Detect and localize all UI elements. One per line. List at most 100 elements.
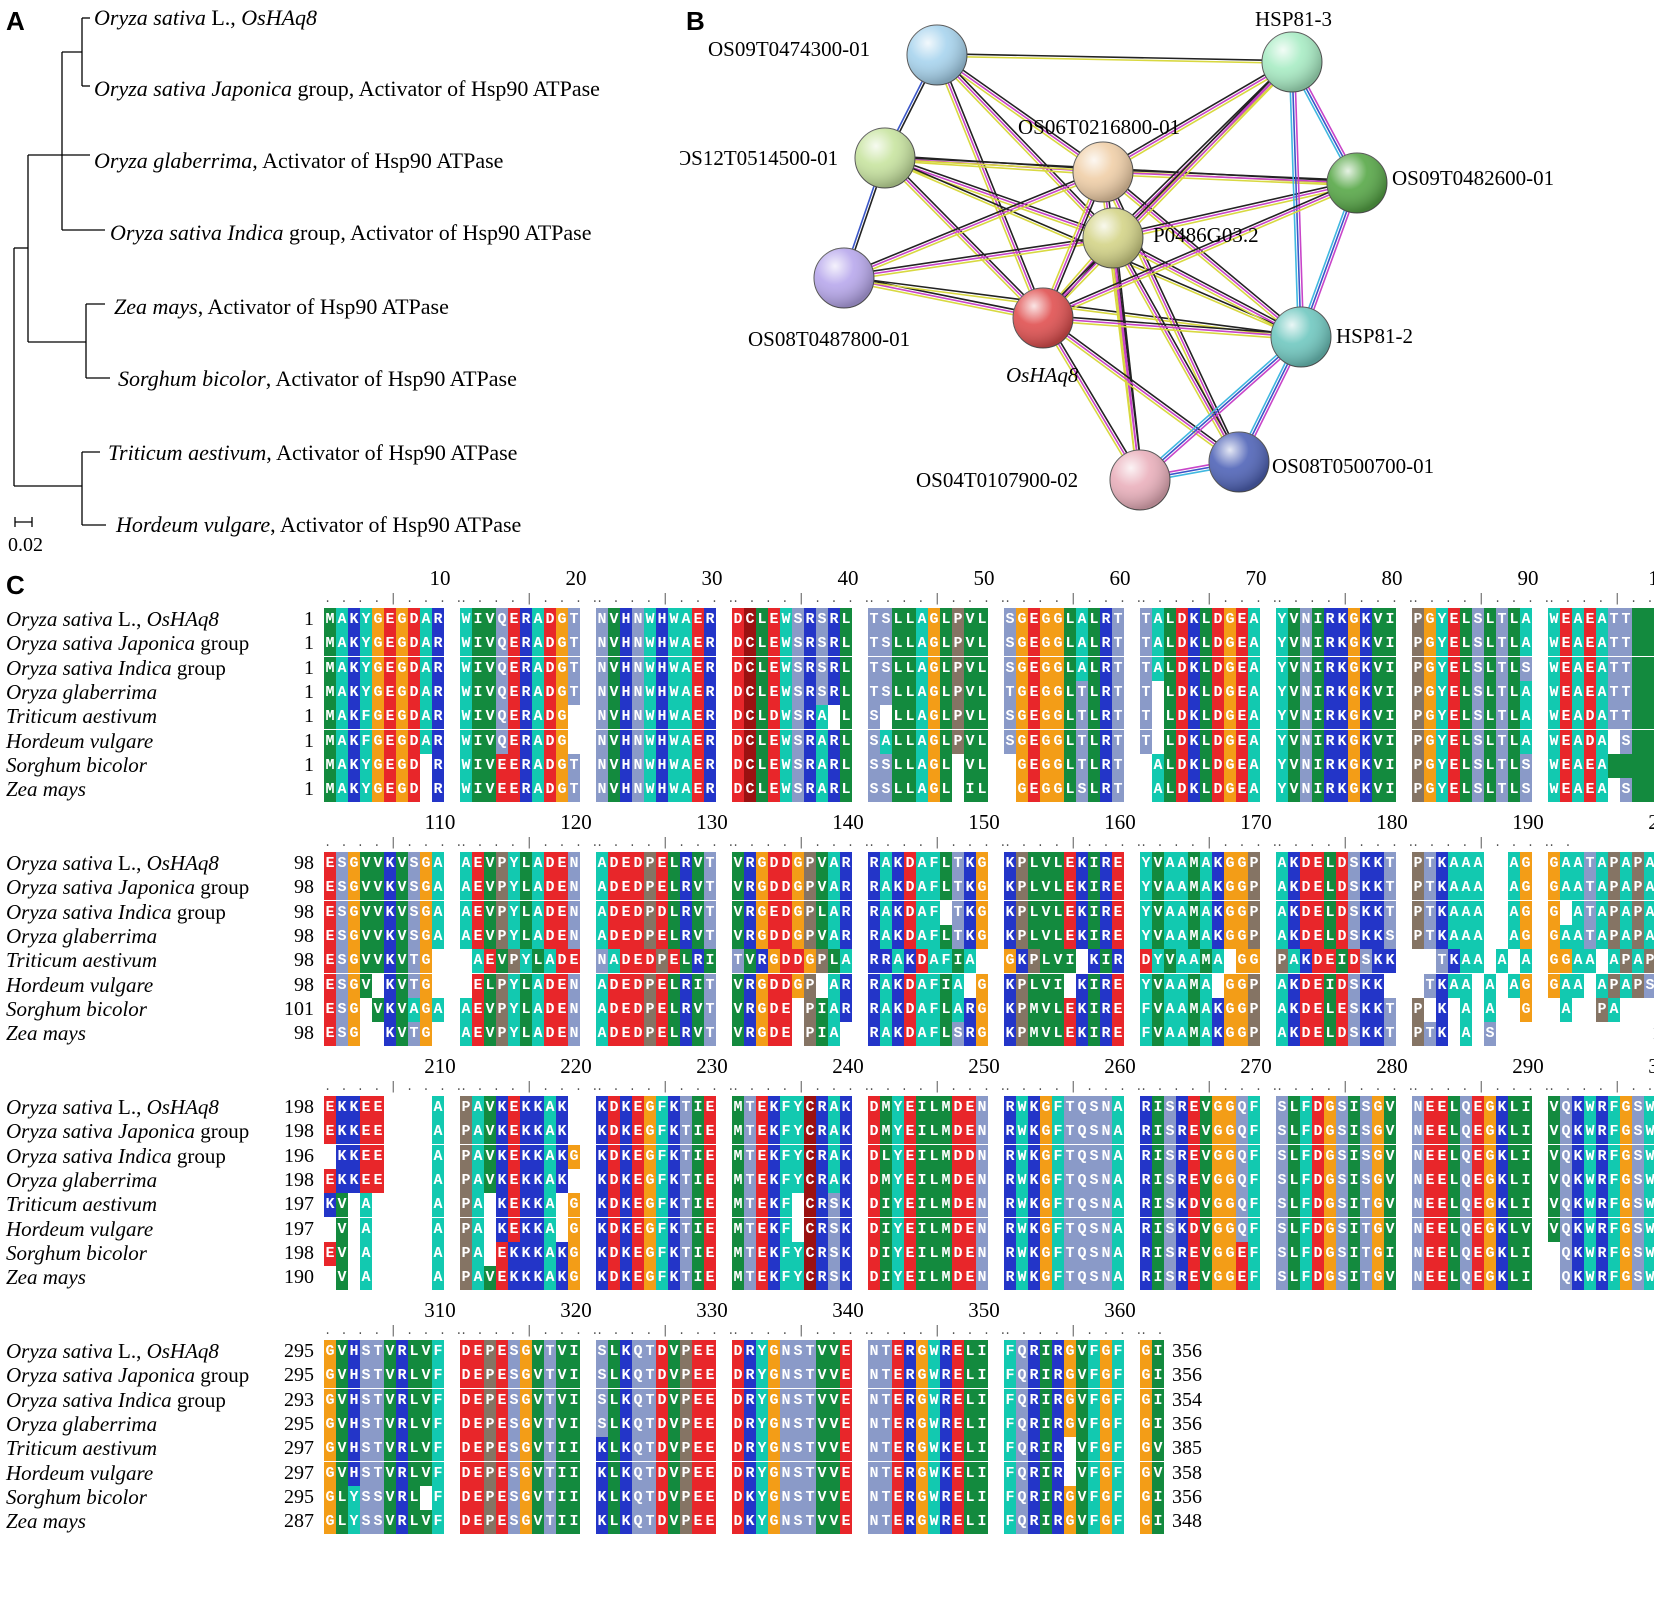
residue-cell: V bbox=[816, 1461, 828, 1486]
residue-cell: D bbox=[1300, 924, 1312, 949]
residue-cell: G bbox=[916, 1437, 928, 1462]
residue-cell bbox=[348, 1242, 360, 1266]
residue-cell: T bbox=[568, 656, 580, 681]
residue-cell: C bbox=[804, 1217, 816, 1242]
residue-cell: G bbox=[792, 852, 804, 876]
residue-cell: G bbox=[1224, 852, 1236, 876]
residue-cell: K bbox=[1288, 900, 1300, 925]
residue-cell: F bbox=[1112, 1437, 1124, 1462]
residue-cell: L bbox=[484, 973, 496, 998]
residue-cell: K bbox=[1436, 973, 1448, 998]
residue-cell: S bbox=[1472, 753, 1484, 778]
residue-cell: A bbox=[1596, 924, 1608, 949]
residue-cell: I bbox=[1152, 1144, 1164, 1169]
residue-cell: F bbox=[1300, 1241, 1312, 1266]
residue-cell: V bbox=[420, 1510, 432, 1535]
residue-cell: E bbox=[756, 1168, 768, 1193]
residue-cell: A bbox=[1508, 852, 1520, 876]
residue-cell: I bbox=[1312, 753, 1324, 778]
residue-cell: L bbox=[668, 852, 680, 876]
residue-cell: D bbox=[608, 1120, 620, 1145]
residue-cell: K bbox=[1496, 1193, 1508, 1218]
residue-cell: F bbox=[432, 1388, 444, 1413]
residue-cell bbox=[1632, 608, 1644, 632]
residue-cell: G bbox=[928, 729, 940, 754]
residue-cell: A bbox=[828, 924, 840, 949]
network-edge bbox=[937, 52, 1293, 62]
residue-cell: N bbox=[868, 1412, 880, 1437]
end-position: 356 bbox=[1172, 1485, 1202, 1508]
residue-cell: L bbox=[1508, 608, 1520, 632]
residue-cell bbox=[940, 901, 952, 925]
residue-cell: G bbox=[976, 900, 988, 925]
residue-cell: Q bbox=[1560, 1168, 1572, 1193]
residue-cell: E bbox=[1336, 997, 1348, 1022]
residue-cell bbox=[360, 1022, 372, 1046]
residue-cell: F bbox=[1004, 1485, 1016, 1510]
residue-cell: D bbox=[1176, 778, 1188, 803]
residue-cell bbox=[420, 1169, 432, 1193]
residue-cell: L bbox=[1288, 1120, 1300, 1145]
residue-cell: A bbox=[816, 778, 828, 803]
residue-cell: G bbox=[644, 1266, 656, 1291]
residue-cell: E bbox=[1560, 608, 1572, 632]
residue-cell: I bbox=[1064, 949, 1076, 974]
residue-cell: E bbox=[1584, 778, 1596, 803]
residue-cell: V bbox=[532, 1364, 544, 1389]
residue-cell: M bbox=[880, 1168, 892, 1193]
residue-cell: Q bbox=[1076, 1266, 1088, 1291]
alignment-block: VQKWRFGSWP bbox=[1548, 1168, 1654, 1193]
residue-cell: N bbox=[868, 1485, 880, 1510]
residue-cell: I bbox=[1384, 729, 1396, 754]
residue-cell: E bbox=[904, 1217, 916, 1242]
residue-cell: A bbox=[828, 852, 840, 876]
residue-cell: D bbox=[544, 680, 556, 705]
network-edge bbox=[1101, 59, 1292, 171]
residue-cell: A bbox=[1460, 852, 1472, 876]
residue-cell: I bbox=[472, 705, 484, 730]
residue-cell: E bbox=[508, 1217, 520, 1242]
residue-cell: A bbox=[1152, 753, 1164, 778]
residue-cell bbox=[976, 949, 988, 973]
residue-cell: G bbox=[324, 1340, 336, 1364]
residue-cell: G bbox=[1016, 656, 1028, 681]
residue-cell: K bbox=[1448, 949, 1460, 974]
residue-cell: E bbox=[1236, 705, 1248, 730]
residue-cell: I bbox=[1152, 1340, 1164, 1364]
residue-cell: D bbox=[1336, 900, 1348, 925]
residue-cell: P bbox=[1412, 632, 1424, 657]
residue-cell: T bbox=[1584, 924, 1596, 949]
residue-cell: Y bbox=[360, 608, 372, 632]
residue-cell: D bbox=[964, 1144, 976, 1169]
residue-cell: F bbox=[1112, 1510, 1124, 1535]
residue-cell: G bbox=[520, 1510, 532, 1535]
residue-cell: A bbox=[1112, 1241, 1124, 1266]
residue-cell: G bbox=[568, 1241, 580, 1266]
residue-cell: P bbox=[1248, 876, 1260, 901]
residue-cell: E bbox=[1436, 1096, 1448, 1120]
residue-cell: G bbox=[1236, 973, 1248, 998]
residue-cell: G bbox=[420, 900, 432, 925]
residue-cell: E bbox=[632, 1096, 644, 1120]
residue-cell: V bbox=[1076, 1510, 1088, 1535]
residue-cell: G bbox=[756, 973, 768, 998]
residue-cell: R bbox=[1324, 753, 1336, 778]
residue-cell: I bbox=[1312, 656, 1324, 681]
residue-cell: L bbox=[520, 973, 532, 998]
residue-cell: R bbox=[704, 778, 716, 803]
residue-cell: V bbox=[532, 1388, 544, 1413]
residue-cell: N bbox=[568, 1022, 580, 1047]
network-edge bbox=[1040, 318, 1139, 482]
residue-cell: R bbox=[396, 1485, 408, 1510]
residue-cell: G bbox=[1040, 705, 1052, 730]
residue-cell: D bbox=[904, 876, 916, 901]
residue-cell: E bbox=[840, 1485, 852, 1510]
residue-cell: G bbox=[1100, 1437, 1112, 1462]
residue-cell: K bbox=[892, 1022, 904, 1047]
